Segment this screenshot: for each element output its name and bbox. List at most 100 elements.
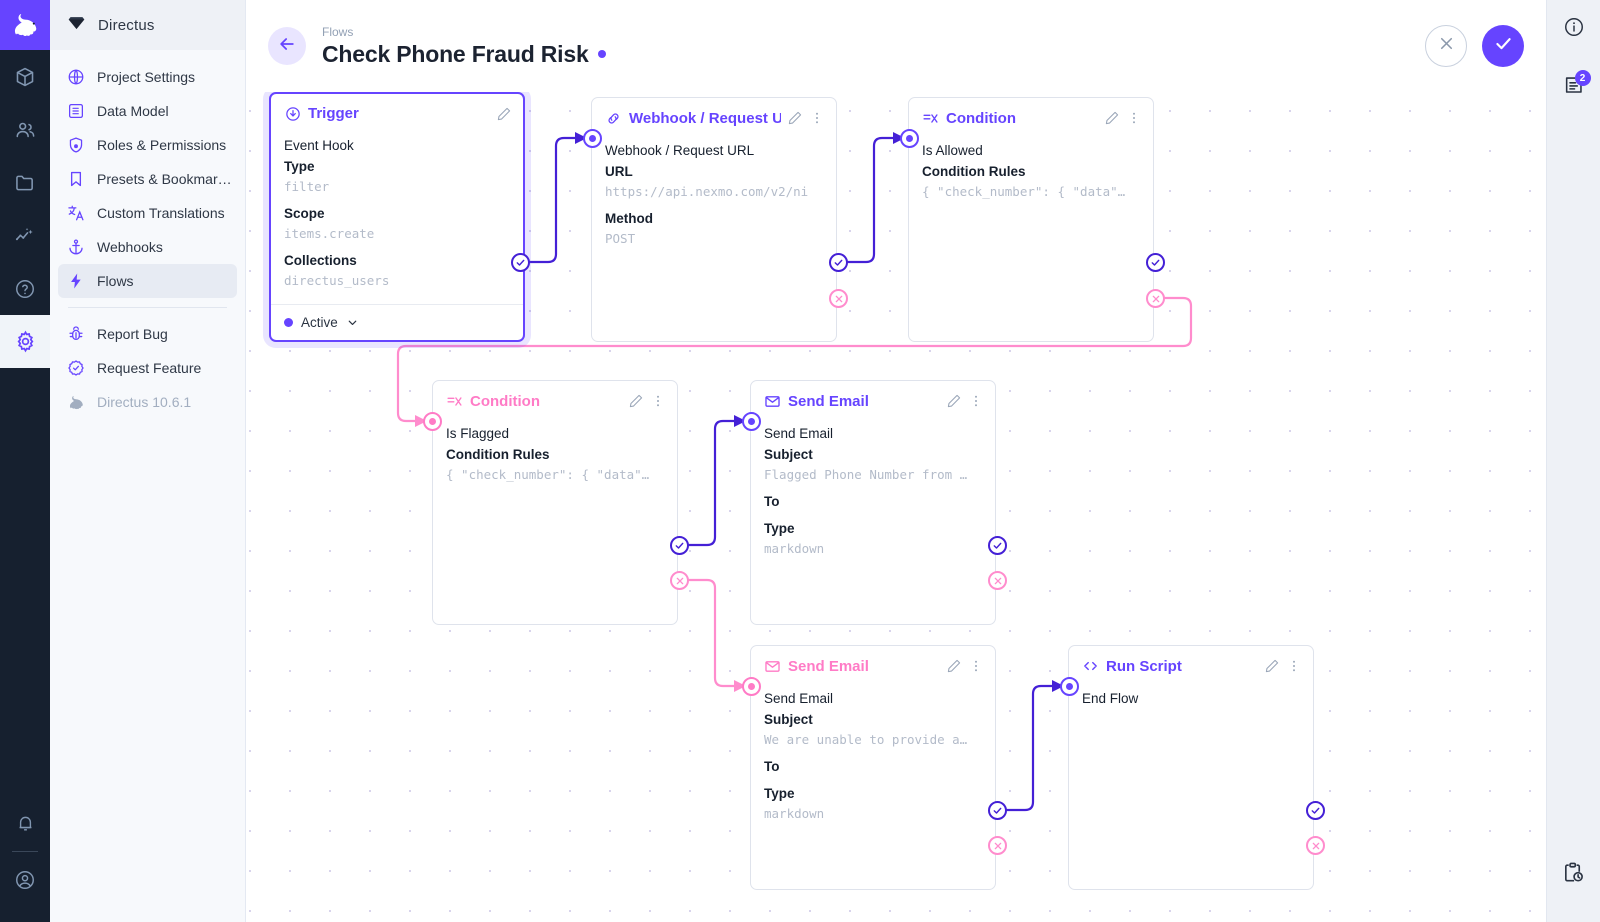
sidebar-item-flows[interactable]: Flows [58,264,237,298]
sidebar-item-project-settings[interactable]: Project Settings [58,60,237,94]
flow-info-button[interactable] [1547,4,1600,54]
module-rail-item-content[interactable] [0,50,50,103]
module-rail-item-user-directory[interactable] [0,103,50,156]
account-circle-icon[interactable] [0,856,50,904]
save-button[interactable] [1482,25,1524,67]
flow-node-trigger[interactable]: Trigger Event Hook Type filter Scope ite… [269,92,525,342]
flow-canvas[interactable]: Trigger Event Hook Type filter Scope ite… [246,82,1546,922]
field-label: To [764,759,780,774]
flow-node-send-email-unable[interactable]: Send Email Send Email Subject We are una… [750,645,996,890]
more-options-icon[interactable] [1286,658,1302,674]
node-body: Event Hook Type filter Scope items.creat… [271,133,523,304]
node-title: Webhook / Request U [629,109,781,127]
sidebar-item-request-feature[interactable]: Request Feature [58,351,237,385]
cancel-button[interactable] [1425,25,1467,67]
reject-handle-run-script[interactable] [1306,836,1325,855]
field-label: URL [605,164,633,179]
node-title: Condition [946,109,1016,127]
activity-log-button[interactable] [1547,850,1600,900]
edit-icon[interactable] [946,393,962,409]
more-options-icon[interactable] [650,393,666,409]
field-value: { "check_number": { "data"… [446,467,650,482]
flow-node-condition-allowed[interactable]: Condition Is Allowed Condition Rules { "… [908,97,1154,342]
field-value: https://api.nexmo.com/v2/ni [605,184,809,199]
trigger-status-dropdown[interactable]: Active [271,304,523,340]
edit-icon[interactable] [946,658,962,674]
title-row: Check Phone Fraud Risk [322,41,606,68]
sidebar-item-version: Directus 10.6.1 [58,385,237,419]
sidebar-item-custom-translations[interactable]: Custom Translations [58,196,237,230]
node-header: Send Email [751,381,995,421]
sidebar-item-presets-bookmarks[interactable]: Presets & Bookmar… [58,162,237,196]
flow-node-condition-flagged[interactable]: Condition Is Flagged Condition Rules { "… [432,380,678,625]
field-label: Subject [764,447,813,462]
field-label: Scope [284,206,325,222]
edit-icon[interactable] [787,110,803,126]
sidebar-item-label: Webhooks [97,239,163,255]
edit-icon[interactable] [628,393,644,409]
module-rail [0,0,50,922]
resolve-handle-trigger[interactable] [511,253,530,272]
node-body: Webhook / Request URL URL https://api.ne… [592,138,836,262]
sidebar-item-webhooks[interactable]: Webhooks [58,230,237,264]
rabbit-icon [66,392,86,412]
close-icon [1437,34,1456,58]
module-rail-item-help[interactable] [0,262,50,315]
input-handle-send-email-unable[interactable] [742,677,761,696]
reject-handle-webhook[interactable] [829,289,848,308]
module-rail-bottom [0,799,50,922]
node-subtitle: Event Hook [284,138,354,154]
field-label: Type [764,521,795,536]
node-header: Condition [433,381,677,421]
flow-node-webhook[interactable]: Webhook / Request U Webhook / Request UR… [591,97,837,342]
flow-node-send-email-flagged[interactable]: Send Email Send Email Subject Flagged Ph… [750,380,996,625]
sidebar-item-report-bug[interactable]: Report Bug [58,317,237,351]
input-handle-webhook[interactable] [583,129,602,148]
module-rail-item-insights[interactable] [0,209,50,262]
node-title: Condition [470,392,540,410]
more-options-icon[interactable] [1126,110,1142,126]
more-options-icon[interactable] [968,393,984,409]
input-handle-condition-allowed[interactable] [900,129,919,148]
sidebar-item-roles-permissions[interactable]: Roles & Permissions [58,128,237,162]
resolve-handle-send-email-flagged[interactable] [988,536,1007,555]
link-icon [605,110,622,127]
input-handle-condition-flagged[interactable] [423,412,442,431]
info-circle-icon [1563,16,1585,43]
input-handle-run-script[interactable] [1060,677,1079,696]
edit-icon[interactable] [1104,110,1120,126]
breadcrumb[interactable]: Flows [322,24,354,39]
field-value: directus_users [284,273,390,289]
edit-icon[interactable] [496,106,512,122]
module-rail-item-file-library[interactable] [0,156,50,209]
node-subtitle: Send Email [764,426,834,441]
reject-handle-condition-flagged[interactable] [670,571,689,590]
bell-icon[interactable] [0,799,50,847]
node-body: End Flow [1069,686,1313,722]
more-options-icon[interactable] [809,110,825,126]
reject-handle-condition-allowed[interactable] [1146,289,1165,308]
flow-logs-button[interactable]: 2 [1547,62,1600,112]
resolve-handle-webhook[interactable] [829,253,848,272]
reject-handle-send-email-flagged[interactable] [988,571,1007,590]
flow-node-run-script[interactable]: Run Script End Flow [1068,645,1314,890]
code-icon [1082,658,1099,675]
resolve-handle-condition-allowed[interactable] [1146,253,1165,272]
back-button[interactable] [268,27,306,65]
resolve-handle-run-script[interactable] [1306,801,1325,820]
field-value: items.create [284,226,375,242]
node-subtitle: Is Allowed [922,143,983,158]
input-handle-send-email-flagged[interactable] [742,412,761,431]
resolve-handle-condition-flagged[interactable] [670,536,689,555]
reject-handle-send-email-unable[interactable] [988,836,1007,855]
module-rail-item-settings[interactable] [0,315,50,368]
rabbit-logo-icon[interactable] [0,0,50,50]
field-label: To [764,494,780,509]
resolve-handle-send-email-unable[interactable] [988,801,1007,820]
more-options-icon[interactable] [968,658,984,674]
edit-icon[interactable] [1264,658,1280,674]
sidebar-item-data-model[interactable]: Data Model [58,94,237,128]
arrow-left-icon [277,34,297,59]
sidebar-item-label: Data Model [97,103,169,119]
node-header: Trigger [271,94,523,133]
